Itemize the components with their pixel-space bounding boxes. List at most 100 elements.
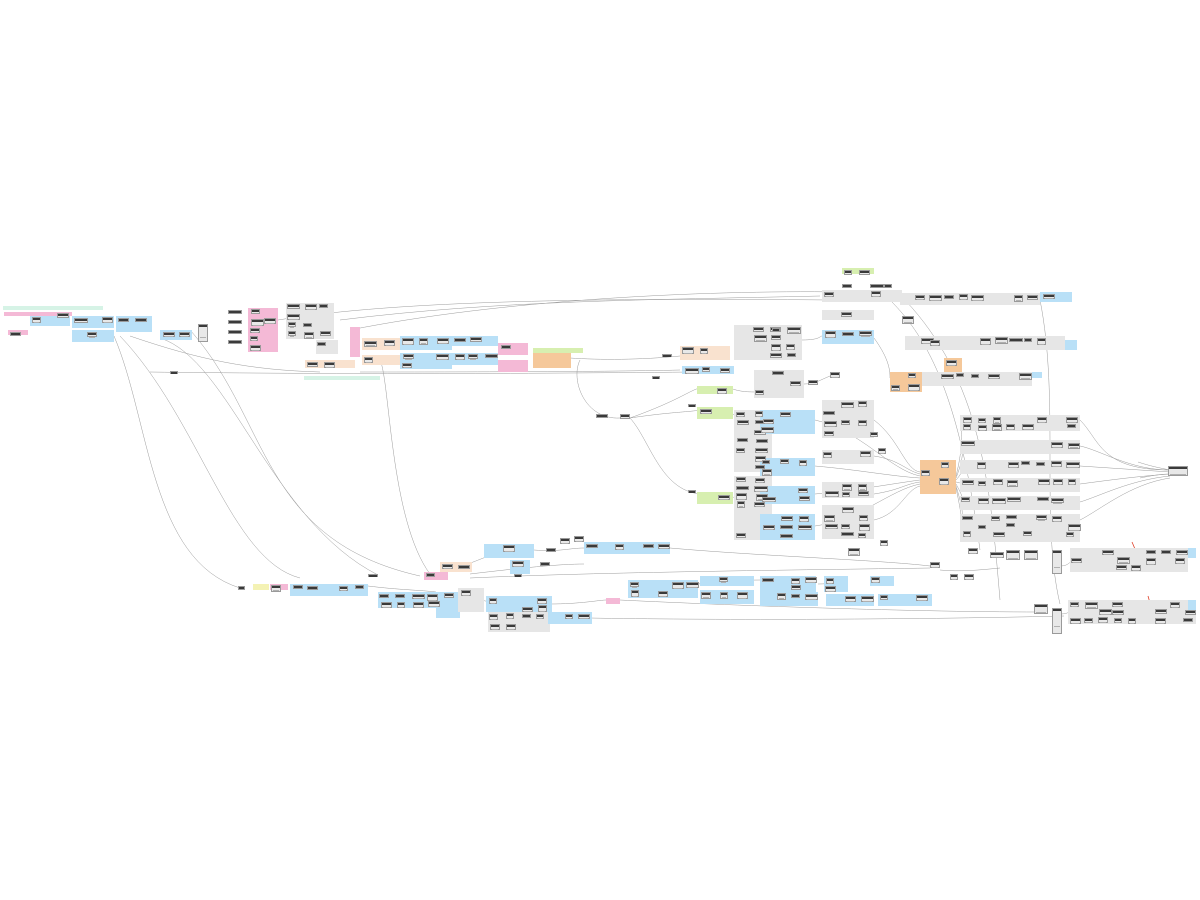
graph-node[interactable] [454,354,466,360]
graph-node[interactable] [879,595,889,601]
node-group[interactable] [760,592,818,606]
graph-node[interactable] [987,374,1000,380]
graph-node[interactable] [1169,602,1180,608]
graph-node[interactable] [250,336,259,342]
graph-node[interactable] [940,462,949,469]
graph-node[interactable] [736,438,748,443]
graph-node[interactable] [1042,293,1056,299]
node-group[interactable] [822,290,902,302]
node-group[interactable] [697,386,733,394]
graph-node[interactable] [1022,531,1032,536]
graph-node[interactable] [761,427,775,433]
graph-node[interactable] [453,337,466,342]
graph-node[interactable] [824,291,834,298]
graph-node[interactable] [752,327,765,332]
graph-node[interactable] [871,291,881,297]
graph-node[interactable] [1184,610,1197,616]
graph-node[interactable] [287,322,296,328]
graph-node[interactable] [682,347,695,354]
graph-node[interactable] [991,516,1001,522]
graph-node[interactable] [736,533,747,538]
graph-node[interactable] [537,598,548,605]
graph-node[interactable] [1146,550,1156,555]
graph-node[interactable] [754,477,765,483]
graph-node[interactable] [379,594,389,599]
graph-node[interactable] [992,417,1001,424]
graph-node[interactable] [521,606,533,612]
node-group[interactable] [488,612,550,632]
graph-node[interactable] [824,491,839,498]
graph-node[interactable] [1052,479,1063,486]
graph-node[interactable] [419,338,428,345]
graph-node[interactable] [1052,608,1062,634]
graph-node[interactable] [630,590,640,597]
graph-node[interactable] [1161,550,1171,555]
graph-node[interactable] [841,491,850,497]
graph-node[interactable] [971,294,985,301]
graph-node[interactable] [859,451,872,457]
graph-node[interactable] [848,548,860,556]
graph-node[interactable] [250,327,260,333]
node-group[interactable] [960,496,1080,510]
graph-node[interactable] [761,577,775,583]
graph-node[interactable] [380,602,393,609]
node-group[interactable] [606,598,620,604]
graph-node[interactable] [1067,524,1082,532]
graph-node[interactable] [858,484,867,491]
graph-node[interactable] [271,585,282,592]
graph-node[interactable] [73,318,88,323]
graph-node[interactable] [427,594,439,601]
graph-node[interactable] [772,371,785,376]
graph-node[interactable] [468,354,478,360]
graph-node[interactable] [755,464,766,469]
graph-node[interactable] [363,340,378,347]
graph-node[interactable] [1027,295,1038,300]
node-group[interactable] [960,530,1080,542]
graph-node[interactable] [1127,618,1137,625]
graph-node[interactable] [990,552,1004,558]
graph-node[interactable] [804,593,818,601]
graph-node[interactable] [657,591,669,598]
graph-node[interactable] [1006,424,1016,430]
graph-node[interactable] [842,332,855,337]
graph-node[interactable] [1176,549,1189,555]
graph-node[interactable] [671,582,684,589]
graph-node[interactable] [977,480,987,486]
graph-node[interactable] [824,523,839,529]
graph-node[interactable] [1014,295,1023,302]
graph-node[interactable] [737,592,749,599]
node-group[interactable] [960,460,1080,474]
graph-node[interactable] [939,478,949,486]
graph-node[interactable] [489,613,499,620]
graph-node[interactable] [754,501,765,507]
graph-node[interactable] [87,332,98,338]
graph-node[interactable] [878,448,886,454]
graph-node[interactable] [790,380,802,387]
graph-node[interactable] [1037,338,1047,346]
graph-node[interactable] [915,595,928,602]
graph-node[interactable] [287,313,301,321]
graph-node[interactable] [384,340,395,346]
graph-node[interactable] [977,524,987,529]
graph-node[interactable] [412,593,425,599]
graph-node[interactable] [500,344,511,349]
graph-node[interactable] [368,574,378,577]
graph-node[interactable] [755,390,764,395]
graph-node[interactable] [823,515,835,522]
graph-node[interactable] [135,317,148,323]
graph-node[interactable] [823,451,832,459]
graph-node[interactable] [755,438,769,444]
graph-node[interactable] [699,408,712,414]
graph-node[interactable] [1112,601,1124,608]
graph-node[interactable] [858,514,869,521]
graph-node[interactable] [250,309,261,314]
graph-node[interactable] [620,414,630,419]
node-group[interactable] [350,327,360,357]
graph-node[interactable] [688,404,696,407]
graph-node[interactable] [735,485,750,490]
graph-node[interactable] [884,284,892,288]
graph-node[interactable] [338,585,349,591]
graph-node[interactable] [962,531,971,537]
graph-node[interactable] [250,344,261,352]
graph-node[interactable] [1155,609,1167,614]
